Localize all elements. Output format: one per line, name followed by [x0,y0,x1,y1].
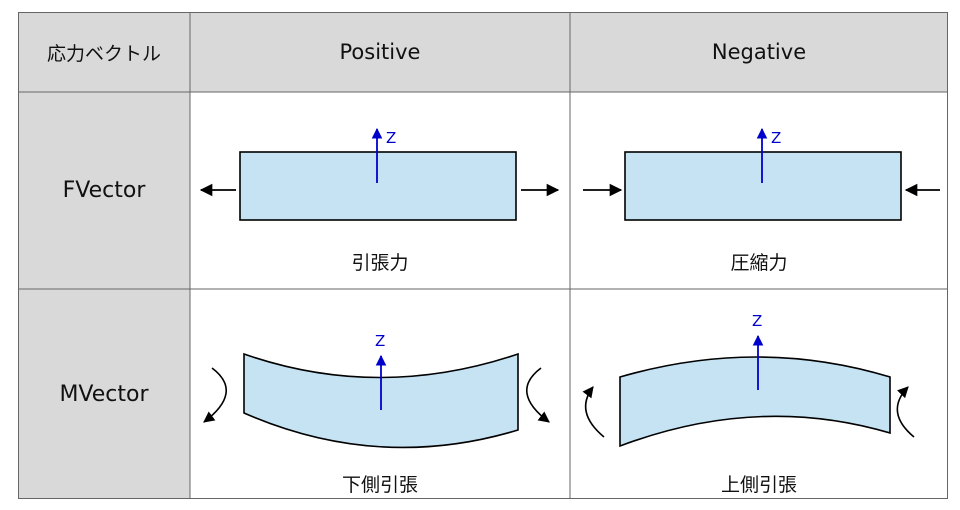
fvector-positive-diagram: Z [199,127,560,221]
right-moment-arrow [525,367,550,423]
z-axis-label: Z [386,129,396,147]
beam-rect [239,151,517,221]
mvector-positive-diagram: Z [203,332,550,449]
z-axis-label: Z [771,129,781,147]
diagrams: Z Z Z Z [199,127,940,449]
caption-top-tension: 上側引張 [720,474,797,496]
z-axis-label: Z [752,312,762,330]
left-moment-arrow [203,367,228,423]
beam-rect [624,151,902,221]
left-moment-arrow [582,386,605,438]
caption-compression: 圧縮力 [730,252,788,274]
caption-tension: 引張力 [351,252,409,274]
bent-beam [619,356,891,448]
stress-vector-table: 応力ベクトル Positive Negative FVector MVector [18,12,948,499]
fvector-negative-diagram: Z [583,127,940,221]
caption-bottom-tension: 下側引張 [341,474,418,496]
z-axis-label: Z [375,332,385,350]
mvector-negative-diagram: Z [582,312,915,448]
right-moment-arrow [896,386,915,438]
